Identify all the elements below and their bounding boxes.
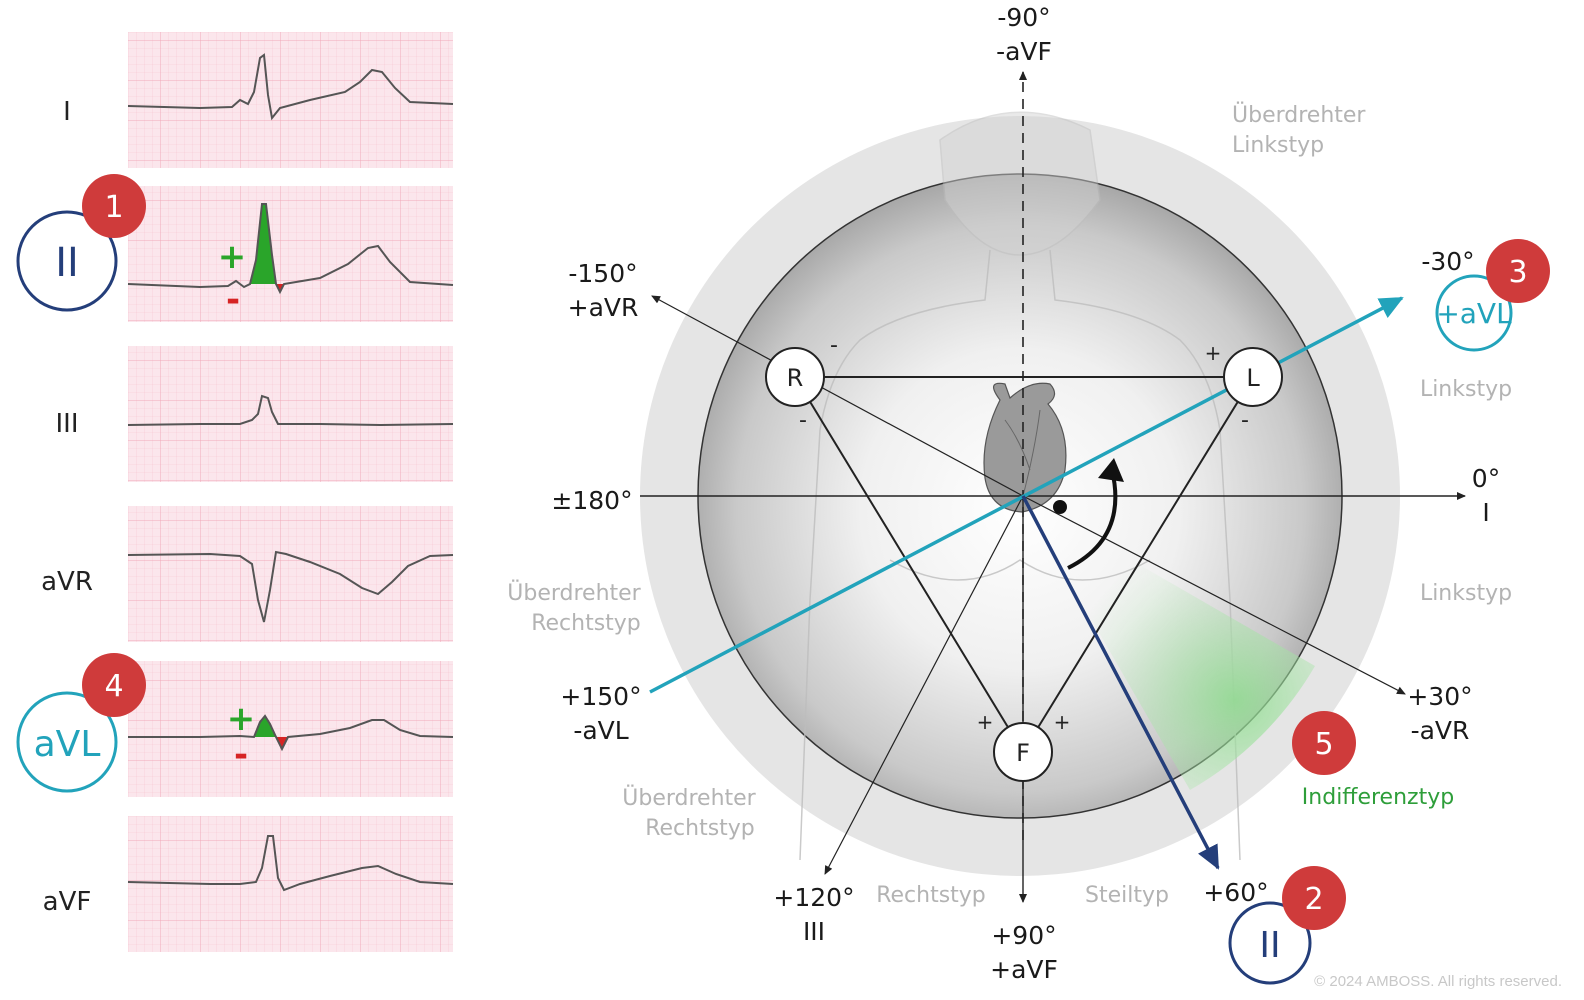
step-badge-2 [1282, 866, 1346, 930]
ecg-strip-lead-iii: III [55, 346, 454, 482]
step-badge-3-label: 3 [1508, 255, 1527, 290]
electrode-r-label: R [787, 364, 804, 392]
step-badge-3 [1486, 239, 1550, 303]
einthoven-triangle [793, 376, 1255, 754]
step-badge-4-label: 4 [104, 669, 123, 704]
lead-ii-circle-bottom-label: II [1259, 925, 1280, 966]
label-plus60: +60° [1203, 878, 1268, 907]
label-minus-avf: -aVF [996, 37, 1052, 66]
lead-label-ii: II [55, 240, 79, 286]
polarity-plus: + [1054, 710, 1071, 734]
lead-label-avl: aVL [34, 724, 101, 765]
minus-sign: - [234, 735, 248, 775]
zone-linkstyp-upper: Linkstyp [1420, 377, 1512, 402]
electrode-f: F [993, 722, 1053, 782]
electrode-f-label: F [1016, 739, 1030, 767]
label-minus90: -90° [997, 3, 1050, 32]
label-minus-avl: -aVL [573, 716, 628, 745]
lead-avl-circle [16, 691, 118, 793]
avl-plus-circle [1435, 274, 1513, 352]
step-badge-4 [82, 653, 146, 717]
label-plus120: +120° [773, 883, 854, 912]
label-minus150: -150° [568, 259, 637, 288]
ecg-strip-lead-avf: aVF [43, 816, 454, 952]
lead-label-avr: aVR [41, 567, 93, 597]
label-minus-avr: -aVR [1411, 716, 1470, 745]
zone-ueberdrehter-linkstyp-line2: Linkstyp [1232, 133, 1324, 158]
negative-deflection-area [276, 737, 288, 749]
positive-deflection-area [250, 204, 276, 284]
lead-label-i: I [63, 97, 71, 127]
zone-ueberdrehter-rechtstyp-bottom-line1: Überdrehter [622, 785, 756, 811]
label-plus-avf: +aVF [990, 955, 1058, 984]
ecg-strip-lead-avr: aVR [41, 506, 454, 642]
minus-sign: - [226, 280, 240, 320]
right-angle-dot [1053, 500, 1067, 514]
electrode-l-label: L [1246, 364, 1260, 392]
ecg-strip-lead-avl: + - aVL 4 [16, 653, 454, 797]
step-badge-5 [1292, 711, 1356, 775]
zone-rechtstyp: Rechtstyp [876, 883, 986, 908]
axis-minus150 [651, 295, 1024, 497]
zone-steiltyp: Steiltyp [1085, 883, 1169, 908]
ecg-trace [128, 714, 454, 752]
zone-linkstyp-lower: Linkstyp [1420, 581, 1512, 606]
label-lead-iii: III [803, 917, 825, 946]
polarity-plus: + [977, 710, 994, 734]
ecg-trace [127, 394, 454, 427]
label-plus30: +30° [1407, 682, 1472, 711]
label-plus-avr: +aVR [568, 293, 639, 322]
label-plus90: +90° [991, 921, 1056, 950]
lead-ii-circle [16, 210, 118, 312]
copyright-notice: © 2024 AMBOSS. All rights reserved. [1314, 973, 1562, 990]
step-badge-1 [82, 174, 146, 238]
plus-sign: + [218, 237, 247, 277]
zone-indifferenztyp: Indifferenztyp [1302, 785, 1454, 810]
step-badge-2-label: 2 [1304, 882, 1323, 917]
zone-ueberdrehter-rechtstyp-left-line1: Überdrehter [507, 580, 641, 606]
plus-sign: + [227, 699, 256, 739]
ecg-trace [127, 550, 454, 623]
positive-deflection-area [254, 716, 276, 737]
axis-plus120 [824, 495, 1024, 875]
axis-lead-ii [1021, 495, 1220, 870]
zone-ueberdrehter-linkstyp-line1: Überdrehter [1232, 102, 1366, 128]
angle-labels: -90° -aVF -150° +aVR -30° ±180° 0° I +15… [551, 3, 1500, 984]
lead-label-avf: aVF [43, 887, 92, 917]
label-plus150: +150° [560, 682, 641, 711]
rotation-arc [1067, 469, 1118, 570]
cabrera-circle: R L F - - + - + + [640, 71, 1466, 903]
label-minus30: -30° [1421, 247, 1474, 276]
axis-plus30 [1022, 495, 1406, 695]
axis-type-labels: Überdrehter Linkstyp Linkstyp Linkstyp Ü… [507, 102, 1512, 908]
heart-illustration [983, 382, 1067, 513]
electrode-r: R [765, 347, 825, 407]
indifferenztyp-sector [1020, 496, 1315, 790]
label-lead-i: I [1482, 498, 1489, 527]
polarity-plus: + [1205, 341, 1222, 365]
label-180: ±180° [551, 486, 632, 515]
lead-ii-circle-bottom [1228, 901, 1312, 985]
ecg-strip-lead-i: I [63, 32, 454, 168]
polarity-minus: - [830, 333, 838, 358]
rotation-arrowhead [1098, 458, 1124, 482]
ecg-trace [127, 203, 454, 295]
ecg-strip-lead-ii: + - II 1 [16, 174, 454, 322]
avl-plus-label: +aVL [1436, 297, 1512, 330]
step-badge-5-label: 5 [1314, 727, 1333, 762]
lead-label-iii: III [55, 409, 78, 439]
ecg-strip-list: I + - II 1 III aVR [16, 32, 454, 952]
zone-ueberdrehter-rechtstyp-bottom-line2: Rechtstyp [645, 816, 755, 841]
electrode-l: L [1223, 347, 1283, 407]
callouts: +aVL 3 5 II 2 [1228, 239, 1550, 985]
label-zero: 0° [1472, 464, 1500, 493]
polarity-minus: - [799, 408, 807, 433]
polarity-minus: - [1241, 408, 1249, 433]
zone-ueberdrehter-rechtstyp-left-line2: Rechtstyp [531, 611, 641, 636]
step-badge-1-label: 1 [104, 190, 123, 225]
ecg-trace [127, 53, 454, 121]
ecg-trace [127, 835, 454, 892]
